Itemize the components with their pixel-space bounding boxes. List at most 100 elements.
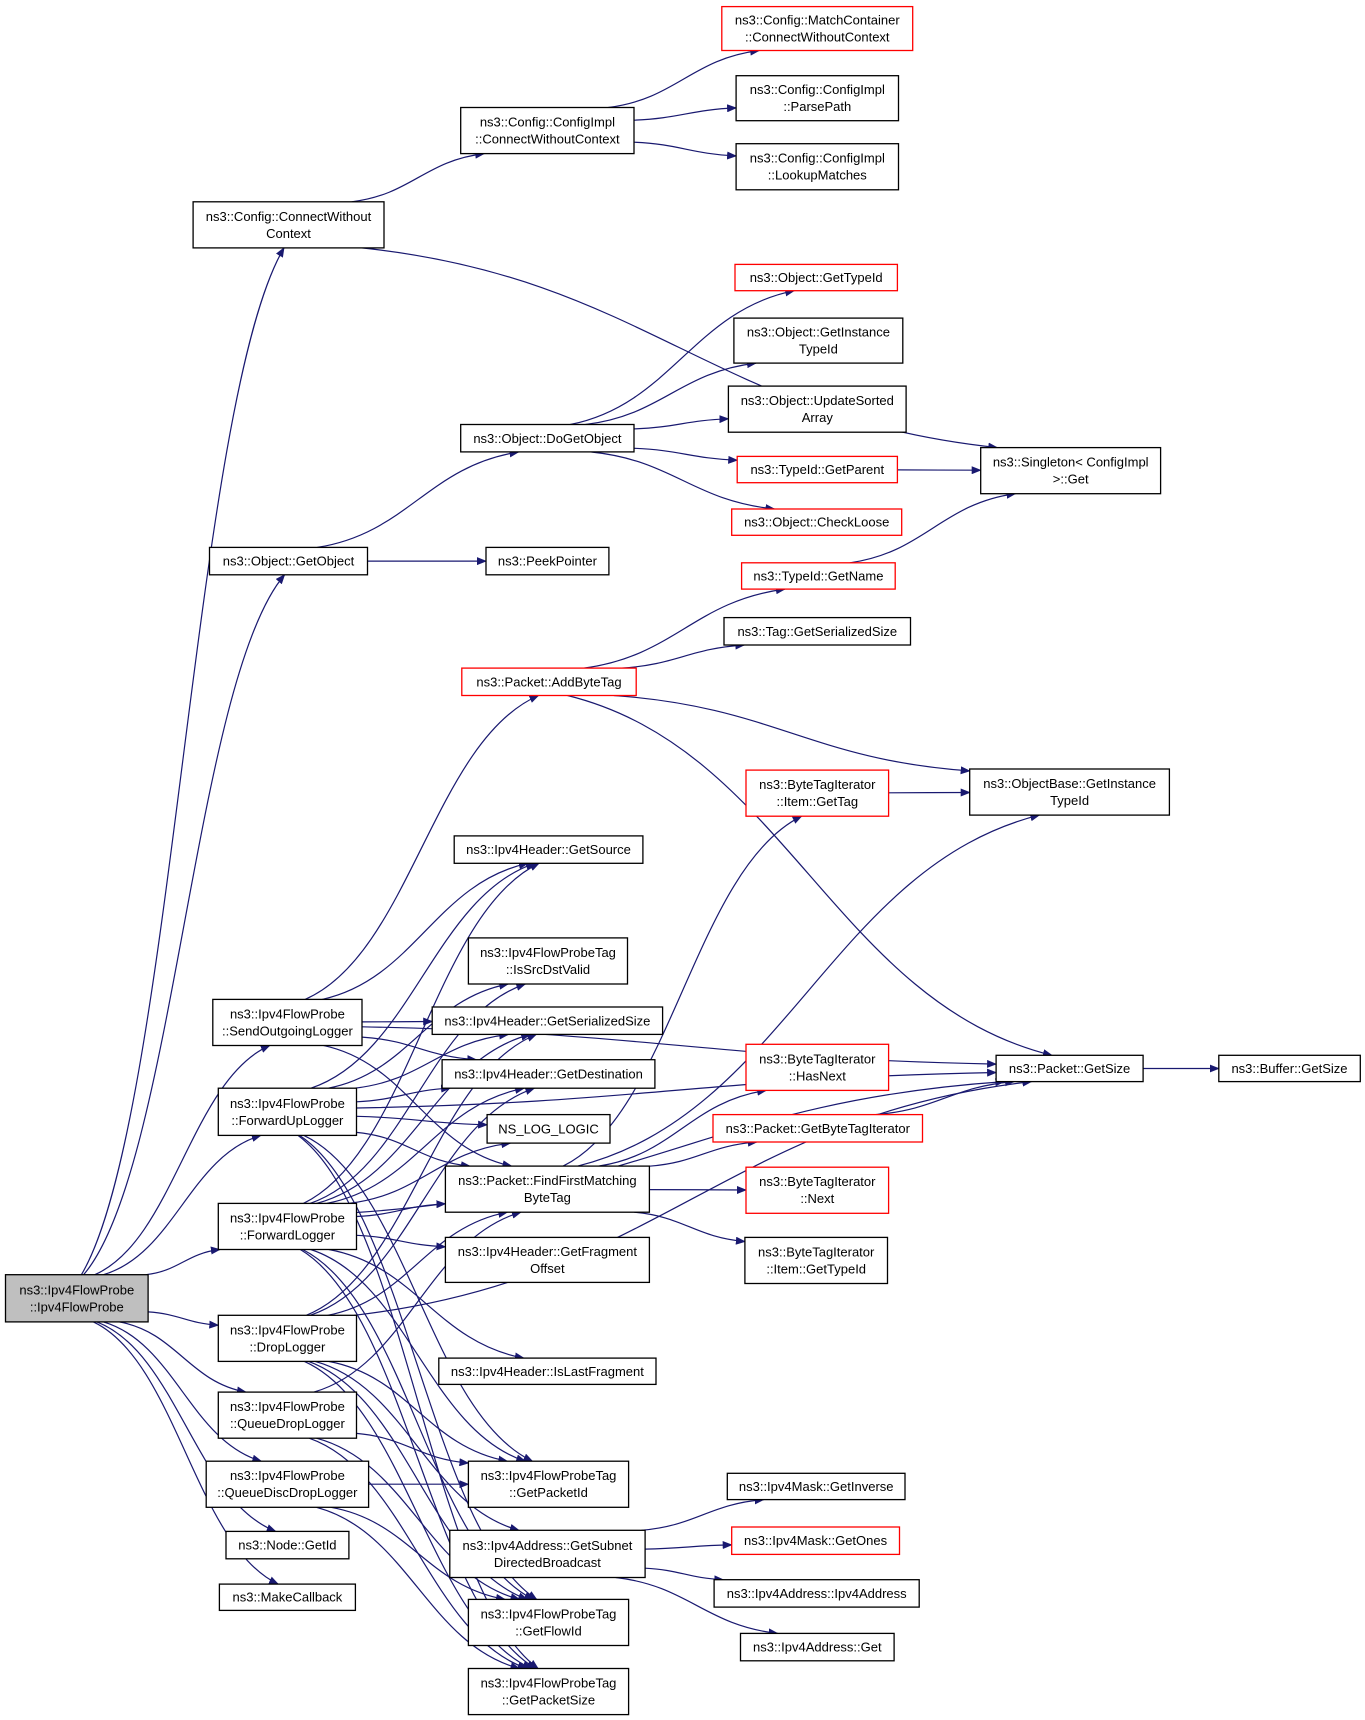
- edge-root-to-fwd: [145, 1246, 221, 1276]
- node-label-line: ns3::Ipv4FlowProbe: [230, 1322, 345, 1337]
- node-cicwc[interactable]: ns3::Config::ConfigImpl::ConnectWithoutC…: [460, 106, 635, 155]
- node-tgetname[interactable]: ns3::TypeId::GetName: [740, 562, 896, 590]
- node-box: [731, 1526, 901, 1556]
- node-lookup[interactable]: ns3::Config::ConfigImpl::LookupMatches: [735, 143, 900, 191]
- node-tgetpacketid[interactable]: ns3::Ipv4FlowProbeTag::GetPacketId: [467, 1460, 630, 1508]
- node-hgetdest[interactable]: ns3::Ipv4Header::GetDestination: [441, 1059, 656, 1089]
- node-label-line: ns3::Ipv4Header::GetFragment: [458, 1244, 638, 1259]
- node-btihasnext[interactable]: ns3::ByteTagIterator::HasNext: [745, 1043, 890, 1092]
- edge-line: [322, 861, 529, 1000]
- node-qdrop[interactable]: ns3::Ipv4FlowProbe::QueueDropLogger: [217, 1391, 358, 1439]
- edge-cicwc-to-lookup: [634, 141, 738, 160]
- node-box: [740, 562, 896, 590]
- node-qddrop[interactable]: ns3::Ipv4FlowProbe::QueueDiscDropLogger: [205, 1460, 370, 1508]
- edge-line: [570, 288, 796, 426]
- edge-line: [356, 1432, 470, 1467]
- edge-line: [649, 1138, 758, 1167]
- node-pgetbti[interactable]: ns3::Packet::GetByteTagIterator: [712, 1113, 924, 1143]
- node-btinext[interactable]: ns3::ByteTagIterator::Next: [745, 1166, 890, 1214]
- node-label-line: ns3::ObjectBase::GetInstance: [983, 776, 1156, 791]
- edge-line: [577, 813, 1041, 1167]
- node-hgetsource[interactable]: ns3::Ipv4Header::GetSource: [453, 835, 644, 864]
- node-drop[interactable]: ns3::Ipv4FlowProbe::DropLogger: [217, 1314, 358, 1363]
- node-label-line: ::ForwardUpLogger: [231, 1113, 344, 1128]
- edge-root-to-fwdup: [103, 1134, 262, 1276]
- node-ocheck[interactable]: ns3::Object::CheckLoose: [731, 508, 903, 536]
- node-label-line: ns3::Buffer::GetSize: [1231, 1061, 1347, 1076]
- edge-fwdup-to-hgetdest: [356, 1084, 452, 1103]
- edge-fwdup-to-findfirst: [356, 1131, 471, 1170]
- edge-drop-to-agetsubnet: [315, 1360, 520, 1532]
- node-addbytetag[interactable]: ns3::Packet::AddByteTag: [461, 667, 637, 697]
- node-makecb[interactable]: ns3::MakeCallback: [218, 1583, 357, 1612]
- node-mccwc[interactable]: ns3::Config::MatchContainer::ConnectWith…: [721, 5, 914, 52]
- node-nslog[interactable]: NS_LOG_LOGIC: [486, 1113, 611, 1144]
- edge-line: [80, 247, 285, 1276]
- node-label-line: ::QueueDropLogger: [230, 1416, 346, 1431]
- node-box: [4, 1274, 149, 1323]
- node-label-line: ns3::Ipv4Header::GetSerializedSize: [444, 1013, 650, 1028]
- node-label-line: ns3::Ipv4FlowProbe: [19, 1282, 134, 1297]
- node-hislast[interactable]: ns3::Ipv4Header::IsLastFragment: [438, 1357, 657, 1386]
- node-parse[interactable]: ns3::Config::ConfigImpl::ParsePath: [735, 75, 900, 122]
- node-mgetinv[interactable]: ns3::Ipv4Mask::GetInverse: [726, 1472, 906, 1501]
- node-agetsubnet[interactable]: ns3::Ipv4Address::GetSubnetDirectedBroad…: [449, 1529, 646, 1579]
- node-tgetpacketsize[interactable]: ns3::Ipv4FlowProbeTag::GetPacketSize: [467, 1667, 630, 1716]
- node-box: [205, 1460, 370, 1508]
- node-sendout[interactable]: ns3::Ipv4FlowProbe::SendOutgoingLogger: [212, 998, 363, 1047]
- edge-root-to-qdrop: [119, 1321, 247, 1395]
- node-box: [739, 1632, 895, 1662]
- node-fwdup[interactable]: ns3::Ipv4FlowProbe::ForwardUpLogger: [217, 1087, 358, 1137]
- node-getobject[interactable]: ns3::Object::GetObject: [208, 546, 369, 576]
- node-fwd[interactable]: ns3::Ipv4FlowProbe::ForwardLogger: [217, 1202, 358, 1251]
- node-peek[interactable]: ns3::PeekPointer: [485, 546, 610, 576]
- edge-dogetobj-to-ocheck: [591, 451, 776, 513]
- node-aget[interactable]: ns3::Ipv4Address::Get: [739, 1632, 895, 1662]
- node-singleton[interactable]: ns3::Singleton< ConfigImpl>::Get: [980, 446, 1162, 495]
- node-aaddr[interactable]: ns3::Ipv4Address::Ipv4Address: [713, 1579, 920, 1608]
- node-tgetparent[interactable]: ns3::TypeId::GetParent: [736, 455, 899, 484]
- node-nodegetid[interactable]: ns3::Node::GetId: [225, 1530, 350, 1560]
- node-label-line: ns3::Config::ConnectWithout: [206, 209, 372, 224]
- node-ogettypeid[interactable]: ns3::Object::GetTypeId: [734, 263, 899, 292]
- node-root[interactable]: ns3::Ipv4FlowProbe::Ipv4FlowProbe: [4, 1274, 149, 1323]
- edge-line: [317, 449, 520, 548]
- edge-fwdup-to-hgetsource: [310, 862, 536, 1089]
- node-pgetsize[interactable]: ns3::Packet::GetSize: [995, 1054, 1144, 1083]
- edge-drop-to-hgetdest: [310, 1087, 536, 1316]
- node-label-line: ns3::Packet::GetByteTagIterator: [726, 1121, 911, 1136]
- node-box: [208, 546, 369, 576]
- node-box: [444, 1165, 651, 1213]
- edge-dogetobj-to-ogettypeid: [570, 288, 796, 426]
- edge-line: [316, 1032, 532, 1204]
- node-dogetobj[interactable]: ns3::Object::DoGetObject: [460, 423, 635, 453]
- node-isvalid[interactable]: ns3::Ipv4FlowProbeTag::IsSrcDstValid: [467, 937, 629, 985]
- edge-sendout-to-addbytetag: [304, 694, 540, 1000]
- node-label-line: ns3::Packet::FindFirstMatching: [458, 1173, 636, 1188]
- node-label-line: ::ConnectWithoutContext: [745, 30, 890, 45]
- edge-findfirst-to-pgetbti: [649, 1138, 758, 1167]
- node-cwoc[interactable]: ns3::Config::ConnectWithoutContext: [192, 201, 385, 249]
- edge-dogetobj-to-tgetparent: [634, 447, 739, 464]
- edge-findfirst-to-btigettypeid: [634, 1211, 746, 1245]
- node-box: [727, 385, 907, 433]
- node-box: [712, 1113, 924, 1143]
- node-mgetones[interactable]: ns3::Ipv4Mask::GetOnes: [731, 1526, 901, 1556]
- node-btigettag[interactable]: ns3::ByteTagIterator::Item::GetTag: [745, 769, 890, 817]
- node-bgetsize[interactable]: ns3::Buffer::GetSize: [1218, 1054, 1361, 1083]
- node-label-line: ::Ipv4FlowProbe: [30, 1299, 124, 1314]
- edge-drop-to-pgetsize: [354, 1078, 1033, 1316]
- node-box: [467, 1667, 630, 1716]
- edge-line: [94, 1044, 271, 1276]
- node-tgetflowid[interactable]: ns3::Ipv4FlowProbeTag::GetFlowId: [467, 1598, 630, 1647]
- edge-line: [103, 1134, 262, 1276]
- node-btigettypeid[interactable]: ns3::ByteTagIterator::Item::GetTypeId: [744, 1236, 889, 1285]
- node-hgetser[interactable]: ns3::Ipv4Header::GetSerializedSize: [431, 1006, 664, 1036]
- node-taggetser[interactable]: ns3::Tag::GetSerializedSize: [723, 616, 912, 646]
